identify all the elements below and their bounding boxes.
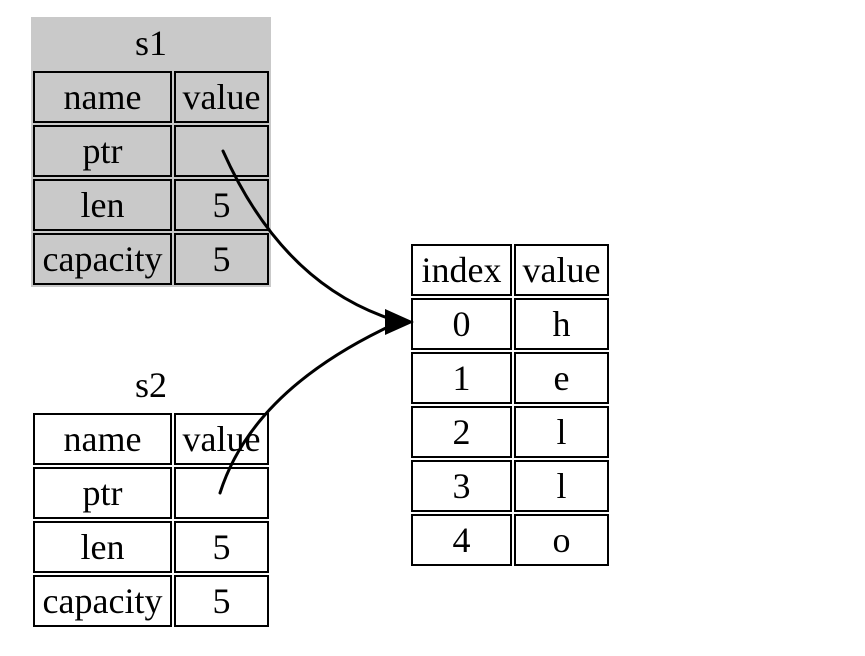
s2-ptr-label: ptr bbox=[33, 467, 172, 519]
s1-row-ptr: ptr bbox=[33, 125, 269, 177]
heap-row-1: 1 e bbox=[411, 352, 609, 404]
heap-index-4: 4 bbox=[411, 514, 512, 566]
heap-value-4: o bbox=[514, 514, 609, 566]
s2-title-label: s2 bbox=[134, 365, 167, 405]
heap-value-3: l bbox=[514, 460, 609, 512]
s1-capacity-value: 5 bbox=[174, 233, 269, 285]
s2-capacity-value: 5 bbox=[174, 575, 269, 627]
s1-title-label: s1 bbox=[134, 23, 167, 63]
s1-capacity-label: capacity bbox=[33, 233, 172, 285]
s2-len-label: len bbox=[33, 521, 172, 573]
s2-row-len: len 5 bbox=[33, 521, 269, 573]
s2-title: s2 bbox=[31, 361, 271, 409]
heap-index-2: 2 bbox=[411, 406, 512, 458]
s2-header-name: name bbox=[33, 413, 172, 465]
s1-len-label: len bbox=[33, 179, 172, 231]
s1-header-name: name bbox=[33, 71, 172, 123]
s1-struct-table: name value ptr len 5 capacity 5 bbox=[31, 69, 271, 287]
s2-row-capacity: capacity 5 bbox=[33, 575, 269, 627]
heap-buffer-table: index value 0 h 1 e 2 l 3 l 4 o bbox=[409, 242, 611, 568]
heap-header-row: index value bbox=[411, 244, 609, 296]
heap-row-4: 4 o bbox=[411, 514, 609, 566]
s2-struct-table: name value ptr len 5 capacity 5 bbox=[31, 411, 271, 629]
s1-ptr-value bbox=[174, 125, 269, 177]
s1-row-capacity: capacity 5 bbox=[33, 233, 269, 285]
heap-value-0: h bbox=[514, 298, 609, 350]
s1-len-value: 5 bbox=[174, 179, 269, 231]
heap-index-0: 0 bbox=[411, 298, 512, 350]
s2-ptr-value bbox=[174, 467, 269, 519]
s1-title: s1 bbox=[31, 17, 271, 69]
s2-header-value: value bbox=[174, 413, 269, 465]
s1-header-value: value bbox=[174, 71, 269, 123]
heap-header-index: index bbox=[411, 244, 512, 296]
heap-row-0: 0 h bbox=[411, 298, 609, 350]
heap-index-1: 1 bbox=[411, 352, 512, 404]
heap-row-3: 3 l bbox=[411, 460, 609, 512]
s1-row-len: len 5 bbox=[33, 179, 269, 231]
heap-header-value: value bbox=[514, 244, 609, 296]
heap-row-2: 2 l bbox=[411, 406, 609, 458]
s2-len-value: 5 bbox=[174, 521, 269, 573]
s1-ptr-label: ptr bbox=[33, 125, 172, 177]
s2-capacity-label: capacity bbox=[33, 575, 172, 627]
s2-row-ptr: ptr bbox=[33, 467, 269, 519]
s1-header-row: name value bbox=[33, 71, 269, 123]
heap-index-3: 3 bbox=[411, 460, 512, 512]
heap-value-1: e bbox=[514, 352, 609, 404]
s2-header-row: name value bbox=[33, 413, 269, 465]
heap-value-2: l bbox=[514, 406, 609, 458]
